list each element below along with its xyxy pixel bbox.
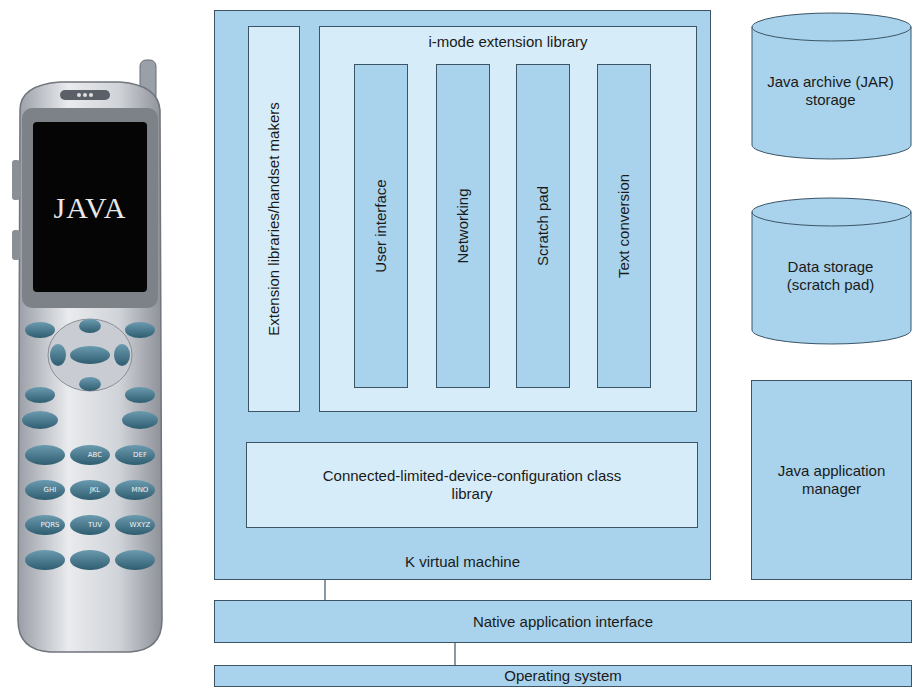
node-label: Connected-limited-device-configuration c…	[322, 467, 622, 503]
library-box: i-mode extension libraryUser interface Ne…	[319, 26, 697, 412]
key-label: JKL	[90, 486, 101, 494]
storage-cylinder: Java archive (JAR) storage	[751, 12, 912, 160]
class-library-box: Connected-limited-device-configuration c…	[246, 442, 698, 528]
key-label: DEF	[133, 451, 147, 459]
node-label: Java application manager	[767, 462, 897, 498]
key-label: WXYZ	[130, 521, 151, 529]
interface-band: Native application interface	[214, 600, 912, 643]
os-band: Operating system	[214, 665, 912, 687]
module-bar: Text conversion	[597, 64, 651, 388]
connector-line	[324, 580, 325, 600]
screen-logo: JAVA	[54, 192, 127, 224]
node-label: User interface	[372, 179, 390, 272]
manager-box: Java application manager	[751, 380, 912, 580]
node-label: Native application interface	[263, 613, 863, 631]
module-bar: Scratch pad	[516, 64, 570, 388]
node-label: Extension libraries/handset makers	[265, 102, 283, 335]
module-bar: Networking	[436, 64, 490, 388]
key-label: TUV	[88, 521, 102, 529]
connector-line	[454, 643, 455, 665]
storage-cylinder: Data storage (scratch pad)	[751, 197, 912, 345]
node-label: K virtual machine	[405, 553, 520, 571]
key-label: GHI	[44, 486, 57, 494]
module-bar: User interface	[354, 64, 408, 388]
node-label: Java archive (JAR) storage	[766, 73, 896, 109]
vm-box: K virtual machine Extension libraries/han…	[214, 10, 711, 580]
node-label: Scratch pad	[534, 186, 552, 266]
key-label: MNO	[132, 486, 149, 494]
node-label: Networking	[454, 188, 472, 263]
phone-illustration	[0, 55, 190, 655]
node-label: Operating system	[263, 667, 863, 685]
node-label: Data storage (scratch pad)	[766, 258, 896, 294]
node-label: i-mode extension library	[428, 33, 587, 51]
key-label: PQRS	[40, 521, 59, 529]
key-label: ABC	[88, 451, 102, 459]
library-box: Extension libraries/handset makers	[248, 26, 300, 412]
node-label: Text conversion	[615, 174, 633, 278]
